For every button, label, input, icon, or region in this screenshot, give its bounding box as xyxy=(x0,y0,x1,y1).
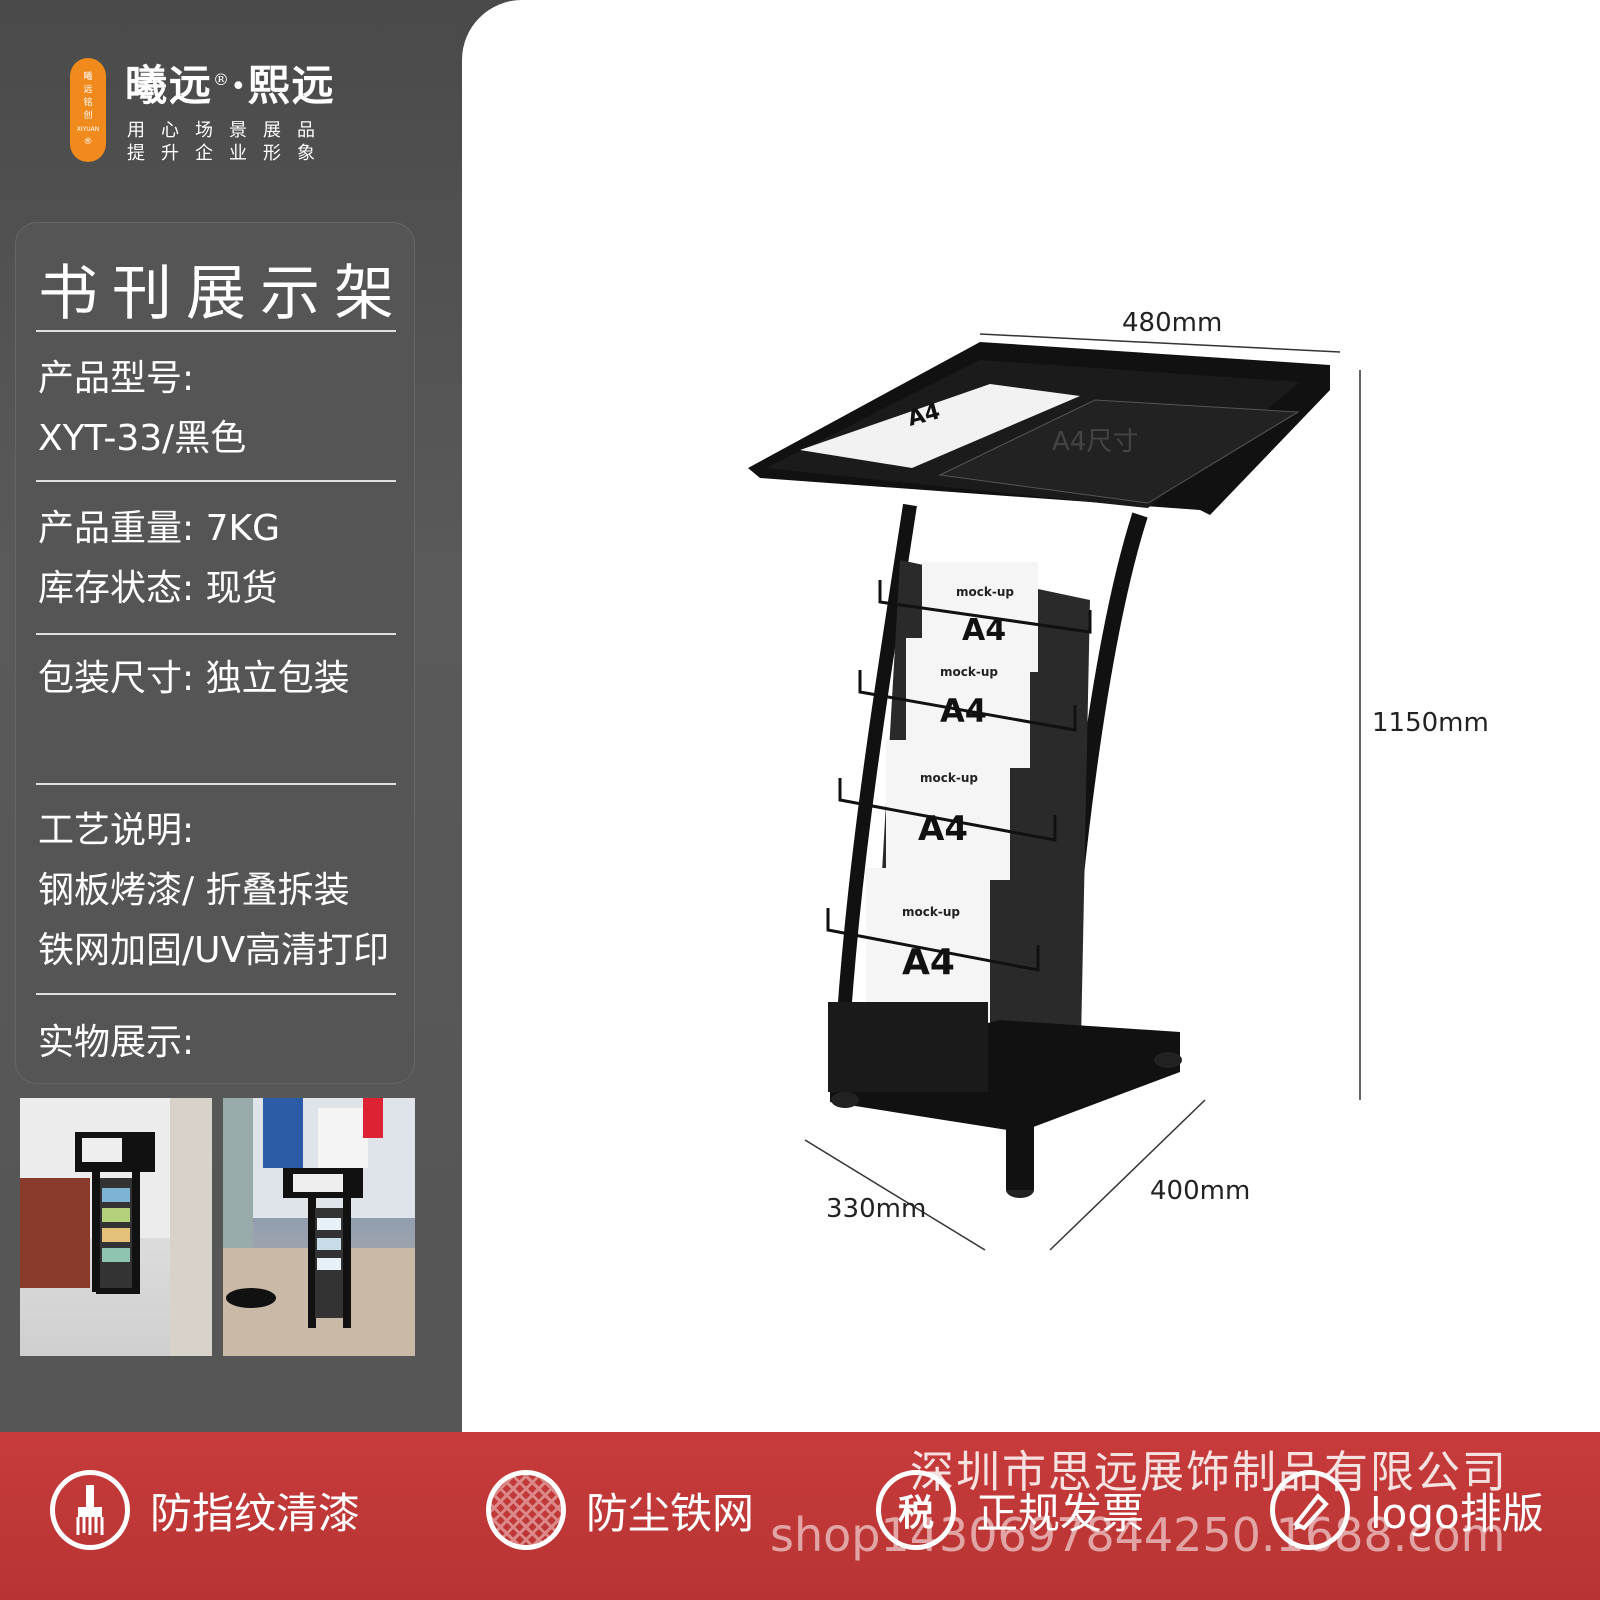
stock-text: 库存状态: 现货 xyxy=(38,568,278,609)
brand-slogan-2: 提升企业形象 xyxy=(127,143,331,164)
product-illustration: A4尺寸 A4 mock-up A4 mock-up A4 mock-up A4… xyxy=(748,333,1361,1251)
sheet-1-mockup: mock-up xyxy=(956,585,1014,599)
shop-url: shop1430697844250.1688.com xyxy=(770,1508,1506,1562)
spec-card: 书刊展示架 产品型号: XYT-33/黑色 产品重量: 7KG 库存状态: 现货… xyxy=(15,222,415,1084)
divider xyxy=(36,993,396,995)
a4-size-label: A4尺寸 xyxy=(1052,427,1138,457)
depth-right-line xyxy=(1049,1099,1206,1251)
tax-icon: 税 xyxy=(876,1470,956,1550)
badge-char: XIYUAN xyxy=(76,126,100,133)
badge-char: 曦 xyxy=(83,72,93,82)
feature-label: 防尘铁网 xyxy=(586,1488,755,1538)
craft-line-2: 铁网加固/UV高清打印 xyxy=(38,930,390,971)
brand-name: 曦远 xyxy=(125,61,214,110)
pen-icon-shape xyxy=(1292,1492,1329,1531)
foot xyxy=(831,1092,859,1108)
weight-text: 产品重量: 7KG xyxy=(38,508,280,549)
divider xyxy=(36,330,396,332)
feature-anti-fingerprint: 防指纹清漆 xyxy=(50,1470,360,1550)
real-photo-2 xyxy=(223,1098,415,1356)
real-photo-1 xyxy=(20,1098,212,1356)
wire-rail-1 xyxy=(878,580,1092,634)
company-name: 深圳市思远展饰制品有限公司 xyxy=(910,1447,1508,1498)
brand-name-2: 熙远 xyxy=(247,61,336,110)
package-text: 包装尺寸: 独立包装 xyxy=(38,658,350,699)
pen-icon xyxy=(1270,1470,1350,1550)
divider xyxy=(36,480,396,482)
divider xyxy=(36,633,396,635)
photo-2-drawing xyxy=(223,1098,415,1356)
model-label: 产品型号: xyxy=(38,358,195,399)
feature-invoice: 税 正规发票 xyxy=(876,1470,1144,1550)
depth-left-line xyxy=(804,1139,986,1251)
bottom-tray xyxy=(828,1002,988,1092)
feature-dust-mesh: 防尘铁网 xyxy=(486,1470,754,1550)
feature-label: 正规发票 xyxy=(976,1488,1145,1538)
depth-left-label: 330mm xyxy=(826,1194,927,1224)
a4-area-right xyxy=(938,399,1300,504)
frame-leg-left xyxy=(833,503,917,1081)
badge-char: 远 xyxy=(83,85,93,95)
feature-label: 防指纹清漆 xyxy=(150,1488,361,1538)
feature-logo-layout: logo排版 xyxy=(1270,1470,1544,1550)
height-label: 1150mm xyxy=(1372,708,1489,738)
width-label: 480mm xyxy=(1122,308,1223,338)
badge-char: 创 xyxy=(83,111,93,121)
mesh-icon xyxy=(486,1470,566,1550)
a4-sheet-3 xyxy=(886,740,1010,880)
depth-right-label: 400mm xyxy=(1150,1176,1251,1206)
brand-slogan-1: 用心场景展品 xyxy=(127,120,331,141)
craft-label: 工艺说明: xyxy=(38,810,195,851)
brand-reg: ® xyxy=(213,70,232,89)
wire-rail-3 xyxy=(838,778,1057,842)
real-label: 实物展示: xyxy=(38,1022,195,1063)
base-post xyxy=(1006,1120,1034,1190)
a4-sheet-left xyxy=(800,384,1080,468)
foot xyxy=(1154,1052,1182,1068)
sheet-4-mockup: mock-up xyxy=(902,905,960,919)
brand-badge: 曦 远 铭 创 XIYUAN ® xyxy=(70,58,106,162)
sheet-3-mockup: mock-up xyxy=(920,771,978,785)
width-dimension-line xyxy=(979,333,1341,353)
wire-rail-2 xyxy=(858,670,1077,732)
brush-icon xyxy=(50,1470,130,1550)
brand-separator: · xyxy=(231,61,248,110)
brush-icon-shape xyxy=(76,1485,104,1535)
divider xyxy=(36,783,396,785)
sheet-2-mockup: mock-up xyxy=(940,665,998,679)
feature-label: logo排版 xyxy=(1370,1488,1544,1538)
wire-rail-4 xyxy=(826,908,1040,972)
badge-char: 铭 xyxy=(83,98,93,108)
badge-char: ® xyxy=(83,137,93,147)
craft-line-1: 钢板烤漆/ 折叠拆装 xyxy=(38,870,350,911)
card-title: 书刊展示架 xyxy=(38,259,408,329)
brand-title: 曦远®·熙远 xyxy=(125,52,336,113)
photo-1-drawing xyxy=(20,1098,212,1356)
model-value: XYT-33/黑色 xyxy=(38,418,247,459)
